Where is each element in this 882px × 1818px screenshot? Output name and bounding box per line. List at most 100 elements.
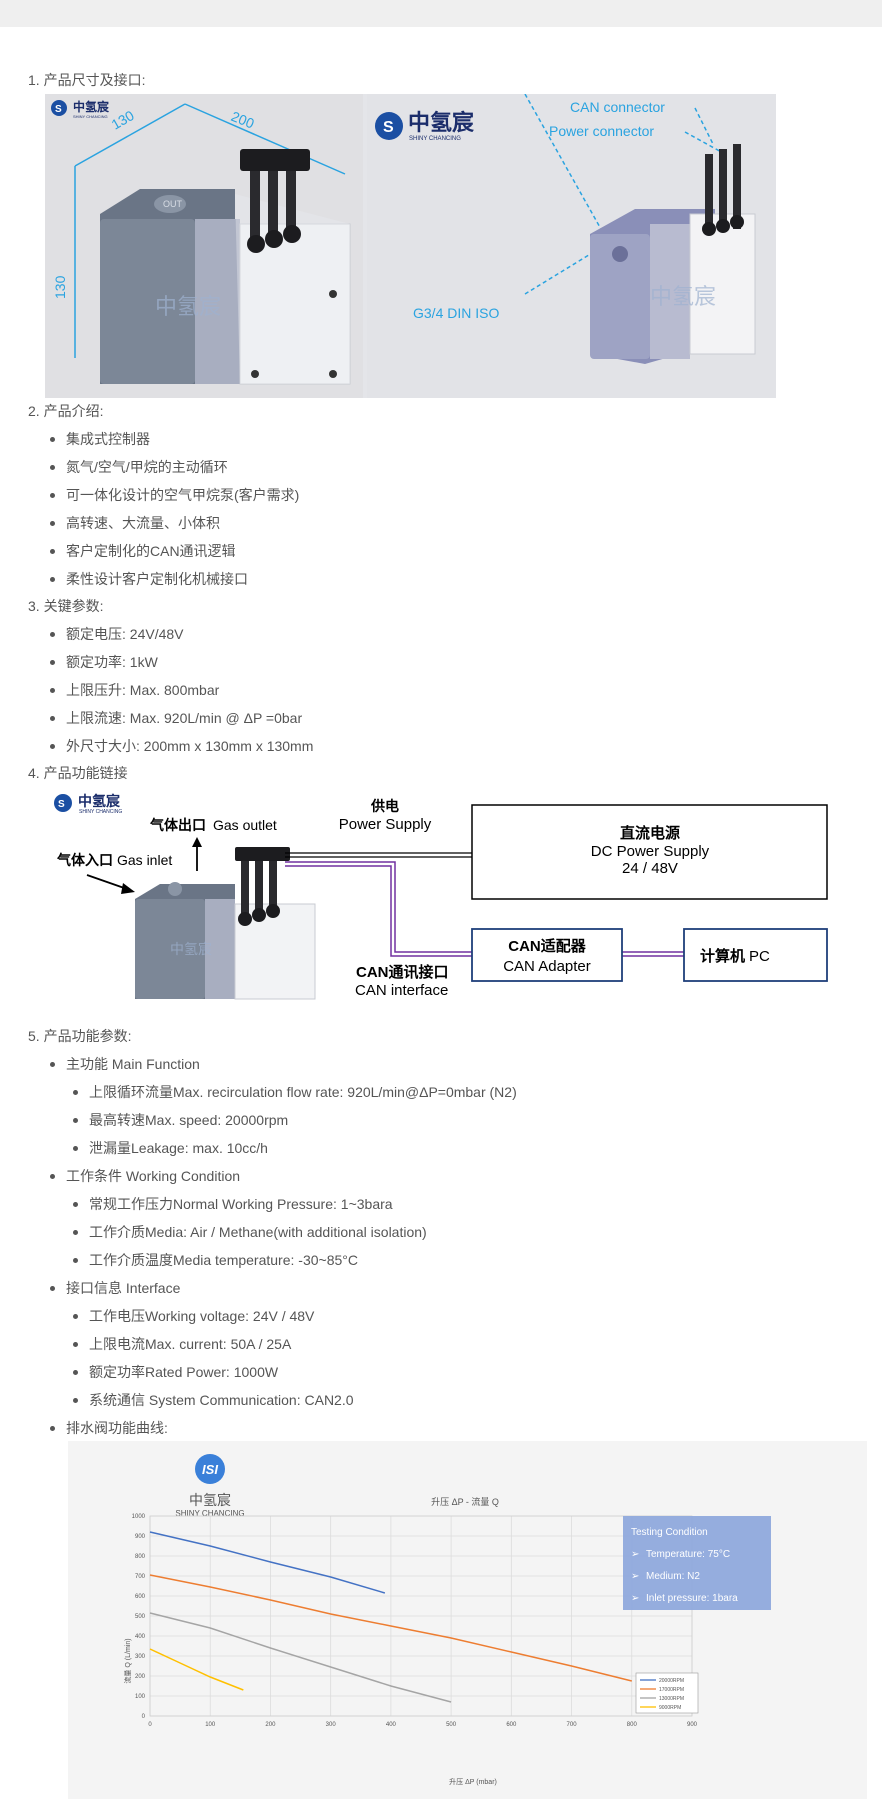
testing-condition-item: Temperature: 75°C [646, 1549, 730, 1560]
intro-item: 柔性设计客户定制化机械接口 [47, 570, 299, 598]
chart-logo-mark: ISI [202, 1462, 218, 1477]
brand-name-cn-large: 中氢宸 [408, 110, 475, 135]
x-tick-label: 400 [386, 1722, 397, 1728]
y-tick-label: 200 [135, 1674, 146, 1680]
x-tick-label: 600 [506, 1722, 517, 1728]
main-function-item: 上限循环流量Max. recirculation flow rate: 920L… [47, 1083, 517, 1111]
testing-bullet: ➢ [631, 1571, 639, 1582]
pump-render-right [590, 144, 756, 364]
svg-text:S: S [58, 799, 65, 810]
x-tick-label: 700 [567, 1722, 578, 1728]
curve-heading: 排水阀功能曲线: [47, 1419, 517, 1447]
key-param-item: 额定电压: 24V/48V [47, 625, 313, 653]
legend-label: 17000RPM [659, 1687, 684, 1693]
y-tick-label: 400 [135, 1634, 146, 1640]
out-label: OUT [163, 199, 183, 209]
performance-curve-image: ISI 中氢宸 SHINY CHANCING 升压 ΔP - 流量 Q 0 100… [68, 1441, 867, 1799]
pc-en: PC [749, 948, 770, 965]
legend-label: 9000RPM [659, 1705, 681, 1711]
legend-label: 13000RPM [659, 1696, 684, 1702]
testing-condition-item: Inlet pressure: 1bara [646, 1593, 738, 1604]
dim-height: 130 [52, 275, 68, 299]
power-connector-label: Power connector [549, 123, 654, 139]
gas-outlet-cn: 气体出口 [149, 817, 206, 833]
legend-label: 20000RPM [659, 1678, 684, 1684]
can-interface-cn: CAN通讯接口 [356, 963, 449, 981]
chart-legend: 20000RPM 17000RPM 13000RPM 9000RPM [635, 1672, 699, 1714]
watermark-diagram: 中氢宸 [170, 941, 212, 957]
y-tick-label: 800 [135, 1554, 146, 1560]
testing-bullet: ➢ [631, 1593, 639, 1604]
interface-heading: 接口信息 Interface [47, 1279, 517, 1307]
working-condition-heading: 工作条件 Working Condition [47, 1167, 517, 1195]
interface-item: 系统通信 System Communication: CAN2.0 [47, 1391, 517, 1419]
main-function-heading: 主功能 Main Function [47, 1055, 517, 1083]
function-params-list: 主功能 Main Function 上限循环流量Max. recirculati… [47, 1055, 517, 1447]
pump-render-diagram [135, 847, 316, 1000]
chart-brand-cn: 中氢宸 [189, 1492, 231, 1508]
performance-chart: ISI 中氢宸 SHINY CHANCING 升压 ΔP - 流量 Q 0 100… [123, 1454, 771, 1786]
series-line-17000rpm [149, 1574, 632, 1682]
can-interface-en: CAN interface [355, 982, 448, 999]
can-adapter-cn: CAN适配器 [508, 937, 586, 955]
intro-item: 高转速、大流量、小体积 [47, 514, 299, 542]
brand-logo-small: S 中氢宸 SHINY CHANCING [51, 99, 110, 119]
x-axis-label: 升压 ΔP (mbar) [449, 1777, 497, 1786]
chart-brand-logo: ISI 中氢宸 SHINY CHANCING [175, 1454, 245, 1518]
intro-item: 集成式控制器 [47, 430, 299, 458]
intro-item: 氮气/空气/甲烷的主动循环 [47, 458, 299, 486]
section-title-dimensions: 1. 产品尺寸及接口: [28, 72, 146, 88]
section-title-key-params: 3. 关键参数: [28, 598, 104, 614]
series-line-13000rpm [149, 1612, 452, 1703]
function-link-diagram: S 中氢宸 SHINY CHANCING 气体出口 Gas outlet 气体入… [45, 789, 840, 1004]
can-adapter-box [471, 928, 623, 982]
y-tick-label: 100 [135, 1694, 146, 1700]
dc-power-en: DC Power Supply [591, 843, 710, 860]
gas-outlet-en: Gas outlet [213, 817, 277, 833]
dc-power-voltage: 24 / 48V [622, 860, 678, 877]
pc-box [683, 928, 828, 982]
brand-logo-large: S 中氢宸 SHINY CHANCING [375, 110, 475, 142]
testing-condition-item: Medium: N2 [646, 1571, 700, 1582]
y-tick-label: 300 [135, 1654, 146, 1660]
x-tick-label: 500 [446, 1722, 457, 1728]
intro-item: 客户定制化的CAN通讯逻辑 [47, 542, 299, 570]
watermark-cn-right: 中氢宸 [650, 284, 716, 309]
x-tick-label: 100 [205, 1722, 216, 1728]
interface-item: 上限电流Max. current: 50A / 25A [47, 1335, 517, 1363]
brand-name-en-large: SHINY CHANCING [409, 136, 461, 142]
working-condition-item: 工作介质温度Media temperature: -30~85°C [47, 1251, 517, 1279]
y-axis-label: 流量 Q (L/min) [123, 1638, 132, 1683]
svg-text:S: S [55, 104, 62, 115]
working-condition-item: 工作介质Media: Air / Methane(with additional… [47, 1223, 517, 1251]
working-condition-item: 常规工作压力Normal Working Pressure: 1~3bara [47, 1195, 517, 1223]
y-tick-label: 0 [142, 1714, 146, 1720]
series-line-20000rpm [149, 1531, 386, 1594]
link-diagram-svg: S 中氢宸 SHINY CHANCING 气体出口 Gas outlet 气体入… [54, 793, 828, 1000]
section-title-intro: 2. 产品介绍: [28, 403, 104, 419]
y-tick-label: 900 [135, 1534, 146, 1540]
dimension-drawing: S 中氢宸 SHINY CHANCING 130 200 130 OUT [45, 94, 776, 398]
x-tick-label: 0 [148, 1722, 152, 1728]
brand-name-en: SHINY CHANCING [73, 114, 108, 119]
x-tick-label: 300 [326, 1722, 337, 1728]
brand-name-cn-diagram: 中氢宸 [78, 793, 121, 809]
can-adapter-en: CAN Adapter [503, 958, 591, 975]
key-params-list: 额定电压: 24V/48V 额定功率: 1kW 上限压升: Max. 800mb… [47, 625, 313, 765]
intro-item: 可一体化设计的空气甲烷泵(客户需求) [47, 486, 299, 514]
gas-inlet-cn: 气体入口 [56, 852, 113, 868]
main-function-item: 最高转速Max. speed: 20000rpm [47, 1111, 517, 1139]
dc-power-box [471, 804, 828, 900]
gas-inlet-en: Gas inlet [117, 852, 172, 868]
key-param-item: 上限压升: Max. 800mbar [47, 681, 313, 709]
y-tick-label: 700 [135, 1574, 146, 1580]
pc-cn: 计算机 [700, 947, 745, 965]
section-title-link: 4. 产品功能链接 [28, 765, 128, 781]
main-function-item: 泄漏量Leakage: max. 10cc/h [47, 1139, 517, 1167]
testing-bullet: ➢ [631, 1549, 639, 1560]
chart-title: 升压 ΔP - 流量 Q [431, 1496, 499, 1507]
interface-item: 工作电压Working voltage: 24V / 48V [47, 1307, 517, 1335]
interface-item: 额定功率Rated Power: 1000W [47, 1363, 517, 1391]
key-param-item: 额定功率: 1kW [47, 653, 313, 681]
